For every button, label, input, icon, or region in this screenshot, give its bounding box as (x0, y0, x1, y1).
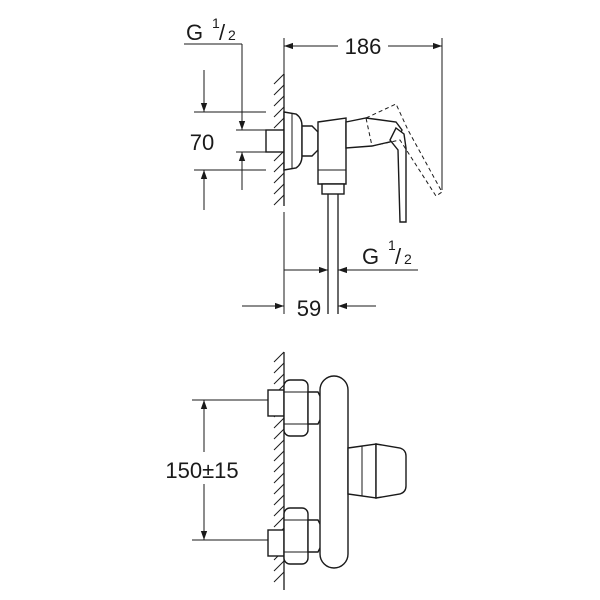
wall-hatch-line (273, 461, 285, 473)
wall-hatch-line (273, 428, 285, 440)
thread-inlet-numerator: 1 (212, 15, 220, 31)
side-view: 186 70 G 1 / 2 G 1 / (184, 15, 443, 321)
thread-outlet-numerator: 1 (388, 237, 396, 253)
side-lever-handle (345, 117, 407, 223)
wall-hatch-line (273, 351, 285, 363)
dimension-186: 186 (283, 32, 443, 190)
wall-hatch-line (273, 161, 285, 173)
wall-hatch-line (273, 439, 285, 451)
side-mixer-body (317, 117, 347, 195)
thread-outlet: G 1 / 2 (283, 212, 418, 314)
wall-hatch-line (273, 362, 285, 374)
dimension-70: 70 (190, 70, 266, 210)
wall-hatch-line (273, 95, 285, 107)
dimension-59: 59 (242, 296, 376, 321)
dimension-59-label: 59 (297, 296, 321, 321)
thread-outlet-slash: / (395, 244, 402, 269)
front-top-connector (267, 379, 323, 437)
wall-hatch-line (273, 183, 285, 195)
side-hose (327, 194, 339, 314)
dimension-150-label: 150±15 (165, 458, 238, 483)
wall-hatch-line (273, 73, 285, 85)
wall-hatch-line (273, 505, 285, 517)
wall-hatch-line (273, 516, 285, 528)
dimension-186-label: 186 (345, 34, 382, 59)
wall-hatch-line (273, 560, 285, 572)
handle-swing-outline (365, 103, 443, 197)
wall-hatch-line (273, 483, 285, 495)
dimension-70-label: 70 (190, 130, 214, 155)
wall-hatch-line (273, 84, 285, 96)
front-bottom-connector (267, 507, 323, 565)
side-wall-fitting (265, 111, 303, 171)
thread-inlet-slash: / (219, 20, 226, 45)
wall-hatch-line (273, 571, 285, 583)
wall-hatch-line (273, 417, 285, 429)
thread-outlet-letter: G (362, 244, 379, 269)
wall-hatch-line (273, 194, 285, 206)
wall-hatch-line (273, 172, 285, 184)
wall-hatch-line (273, 494, 285, 506)
wall-hatch-line (273, 106, 285, 118)
front-handle (347, 443, 407, 499)
thread-outlet-denominator: 2 (404, 251, 412, 267)
thread-inlet-denominator: 2 (228, 27, 236, 43)
wall-hatch-line (273, 117, 285, 129)
thread-inlet-letter: G (186, 20, 203, 45)
wall-hatch-line (273, 373, 285, 385)
dimension-150: 150±15 (165, 399, 268, 541)
thread-inlet: G 1 / 2 (184, 15, 266, 190)
wall-hatch-line (273, 450, 285, 462)
side-nut (301, 125, 319, 157)
front-view: 150±15 (165, 351, 407, 590)
front-mixer-body (319, 375, 349, 569)
wall-hatch-line (273, 472, 285, 484)
